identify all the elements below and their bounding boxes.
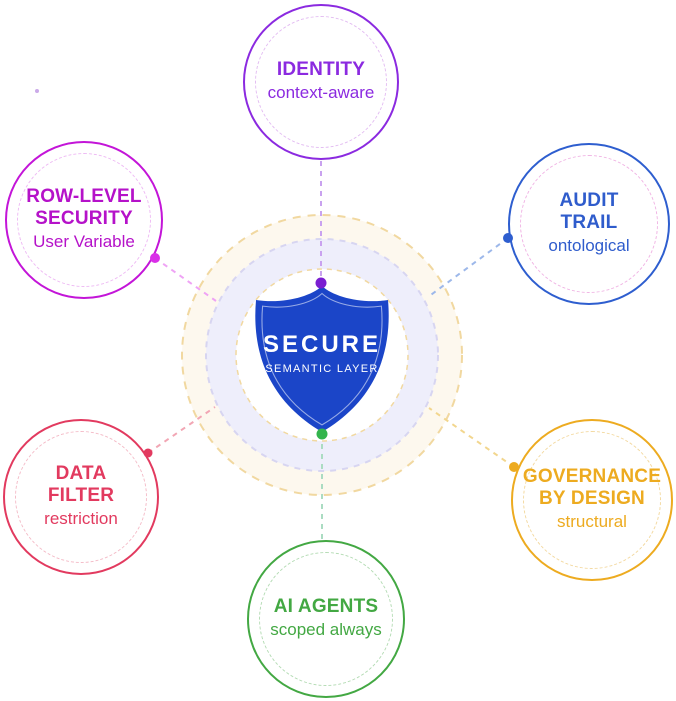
shield-subtitle: SEMANTIC LAYER <box>265 363 378 375</box>
halo-middle-ring <box>205 238 439 472</box>
node-ai-agents-subtitle: scoped always <box>270 620 382 639</box>
node-audit-trail-title-line2: TRAIL <box>560 212 618 233</box>
node-data-filter-title-line1: DATA <box>55 463 107 484</box>
node-audit-trail-subtitle: ontological <box>548 236 630 255</box>
node-identity-title: IDENTITY <box>276 59 366 80</box>
dot-identity <box>315 277 327 289</box>
node-identity-dashed-ring <box>255 16 387 148</box>
node-governance-by-design: GOVERNANCE BY DESIGN structural <box>511 419 673 581</box>
node-row-level-security-dashed-ring <box>17 153 151 287</box>
node-audit-trail-title-line1: AUDIT <box>559 190 619 211</box>
node-row-level-security-subtitle: User Variable <box>33 232 135 251</box>
node-governance-by-design-title-line1: GOVERNANCE <box>522 466 662 487</box>
connector-governance-by-design <box>428 407 515 468</box>
node-row-level-security-title-line2: SECURITY <box>35 208 133 229</box>
halo-outer-ring <box>181 214 463 496</box>
node-ai-agents-dashed-ring <box>259 552 393 686</box>
node-identity-subtitle: context-aware <box>267 83 375 102</box>
node-governance-by-design-title-line2: BY DESIGN <box>539 488 645 509</box>
halo-inner-ring <box>235 268 409 442</box>
node-data-filter-dashed-ring <box>15 431 147 563</box>
node-ai-agents: AI AGENTS scoped always <box>247 540 405 698</box>
connector-row-level-security <box>154 257 217 302</box>
node-row-level-security: ROW-LEVEL SECURITY User Variable <box>5 141 163 299</box>
shield-inner-outline <box>261 292 383 426</box>
connector-data-filter <box>147 406 216 454</box>
node-governance-by-design-subtitle: structural <box>557 512 627 531</box>
node-audit-trail: AUDIT TRAIL ontological <box>508 143 670 305</box>
shield-icon <box>255 286 389 432</box>
node-data-filter: DATA FILTER restriction <box>3 419 159 575</box>
dot-ai-agents <box>316 428 328 440</box>
node-row-level-security-title-line1: ROW-LEVEL <box>26 186 142 207</box>
connector-audit-trail <box>427 237 509 298</box>
node-identity: IDENTITY context-aware <box>243 4 399 160</box>
node-governance-by-design-dashed-ring <box>523 431 661 569</box>
node-audit-trail-dashed-ring <box>520 155 658 293</box>
decorative-dot <box>35 89 39 93</box>
node-ai-agents-title: AI AGENTS <box>273 596 379 617</box>
node-data-filter-title-line2: FILTER <box>47 485 115 506</box>
node-data-filter-subtitle: restriction <box>44 509 118 528</box>
shield-title: SECURE <box>263 331 381 358</box>
